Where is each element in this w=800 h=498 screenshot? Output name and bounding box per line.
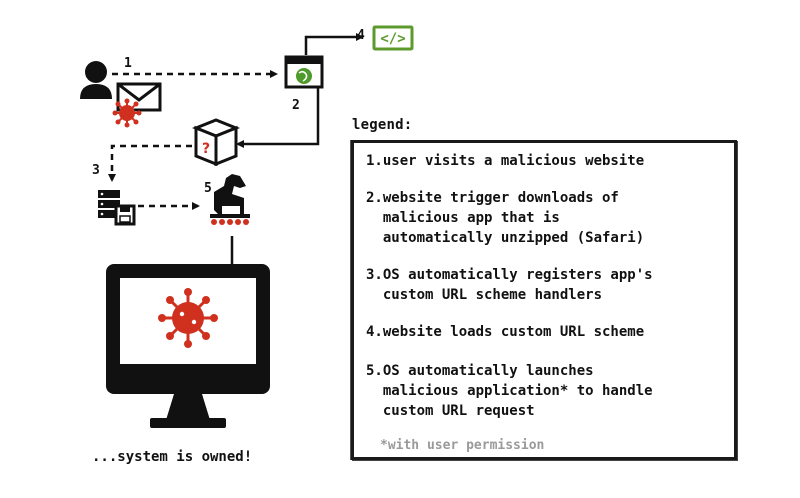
step-number-4: 4 xyxy=(357,28,365,43)
user-icon xyxy=(80,61,112,99)
legend-item-4: 4.website loads custom URL scheme xyxy=(366,324,645,340)
step-number-2: 2 xyxy=(292,98,300,113)
legend-box: 1.user visits a malicious website 2.webs… xyxy=(351,140,737,460)
virus-icon xyxy=(158,288,218,348)
arrow-step-3 xyxy=(108,144,192,182)
step-number-3: 3 xyxy=(92,163,100,178)
legend-title: legend: xyxy=(352,117,413,133)
legend-item-1: 1.user visits a malicious website xyxy=(366,153,645,169)
svg-text:?: ? xyxy=(202,141,210,157)
step-number-1: 1 xyxy=(124,56,132,71)
arrow-step-2 xyxy=(236,88,320,148)
arrow-step-4 xyxy=(304,33,364,55)
legend-item-5: 5.OS automatically launches malicious ap… xyxy=(366,363,653,419)
trojan-horse-icon xyxy=(210,174,250,225)
legend-item-2: 2.website trigger downloads of malicious… xyxy=(366,190,645,246)
virus-icon xyxy=(112,98,142,128)
browser-window-icon xyxy=(284,55,324,89)
legend-footnote: *with user permission xyxy=(380,438,545,453)
diagram-caption: ...system is owned! xyxy=(92,449,253,465)
server-disk-icon xyxy=(98,190,136,226)
legend-item-3: 3.OS automatically registers app's custo… xyxy=(366,267,653,303)
code-icon: </> xyxy=(372,25,414,51)
svg-text:</>: </> xyxy=(380,31,405,47)
package-box-icon: ? xyxy=(191,118,241,167)
step-number-5: 5 xyxy=(204,181,212,196)
